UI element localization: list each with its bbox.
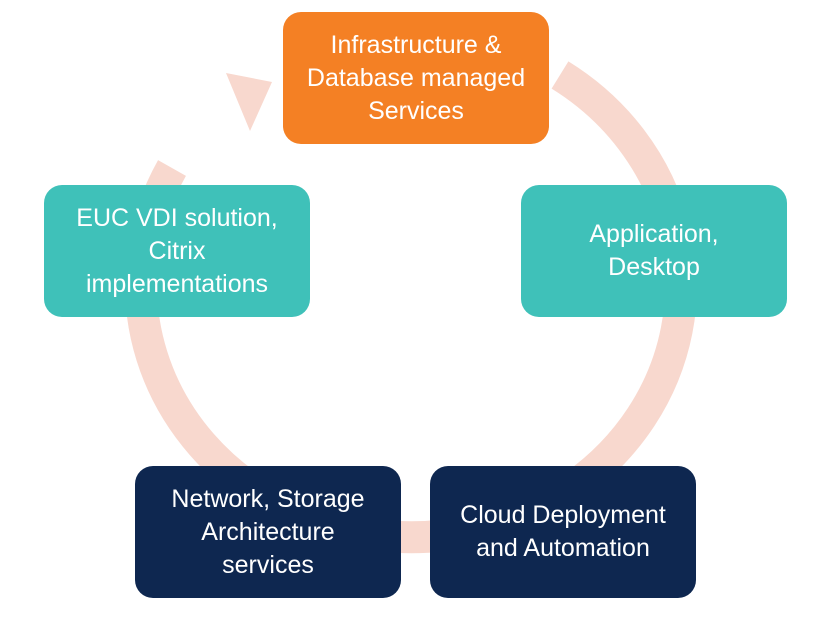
node-label-line: Network, Storage [171, 484, 365, 513]
node-euc-vdi: EUC VDI solution, Citrix implementations [44, 185, 310, 317]
ring-arrowhead [226, 73, 272, 131]
node-label-line: Citrix [148, 236, 206, 265]
node-label-line: EUC VDI solution, [76, 203, 278, 232]
node-label-line: Application, [589, 220, 719, 248]
node-label-line: Services [368, 96, 464, 125]
node-cloud-deployment: Cloud Deployment and Automation [430, 466, 696, 598]
node-label-line: Desktop [608, 253, 700, 281]
node-label-line: services [222, 550, 314, 579]
node-label-line: Infrastructure & [330, 30, 502, 59]
node-label-line: Cloud Deployment [460, 501, 666, 529]
node-application-desktop: Application, Desktop [521, 185, 787, 317]
node-label-line: Architecture [201, 517, 335, 546]
node-network-storage: Network, Storage Architecture services [135, 466, 401, 598]
node-label-line: and Automation [476, 534, 650, 562]
node-infrastructure-database: Infrastructure & Database managed Servic… [283, 12, 549, 144]
node-label-line: Database managed [306, 63, 526, 92]
node-label-line: implementations [85, 269, 269, 298]
